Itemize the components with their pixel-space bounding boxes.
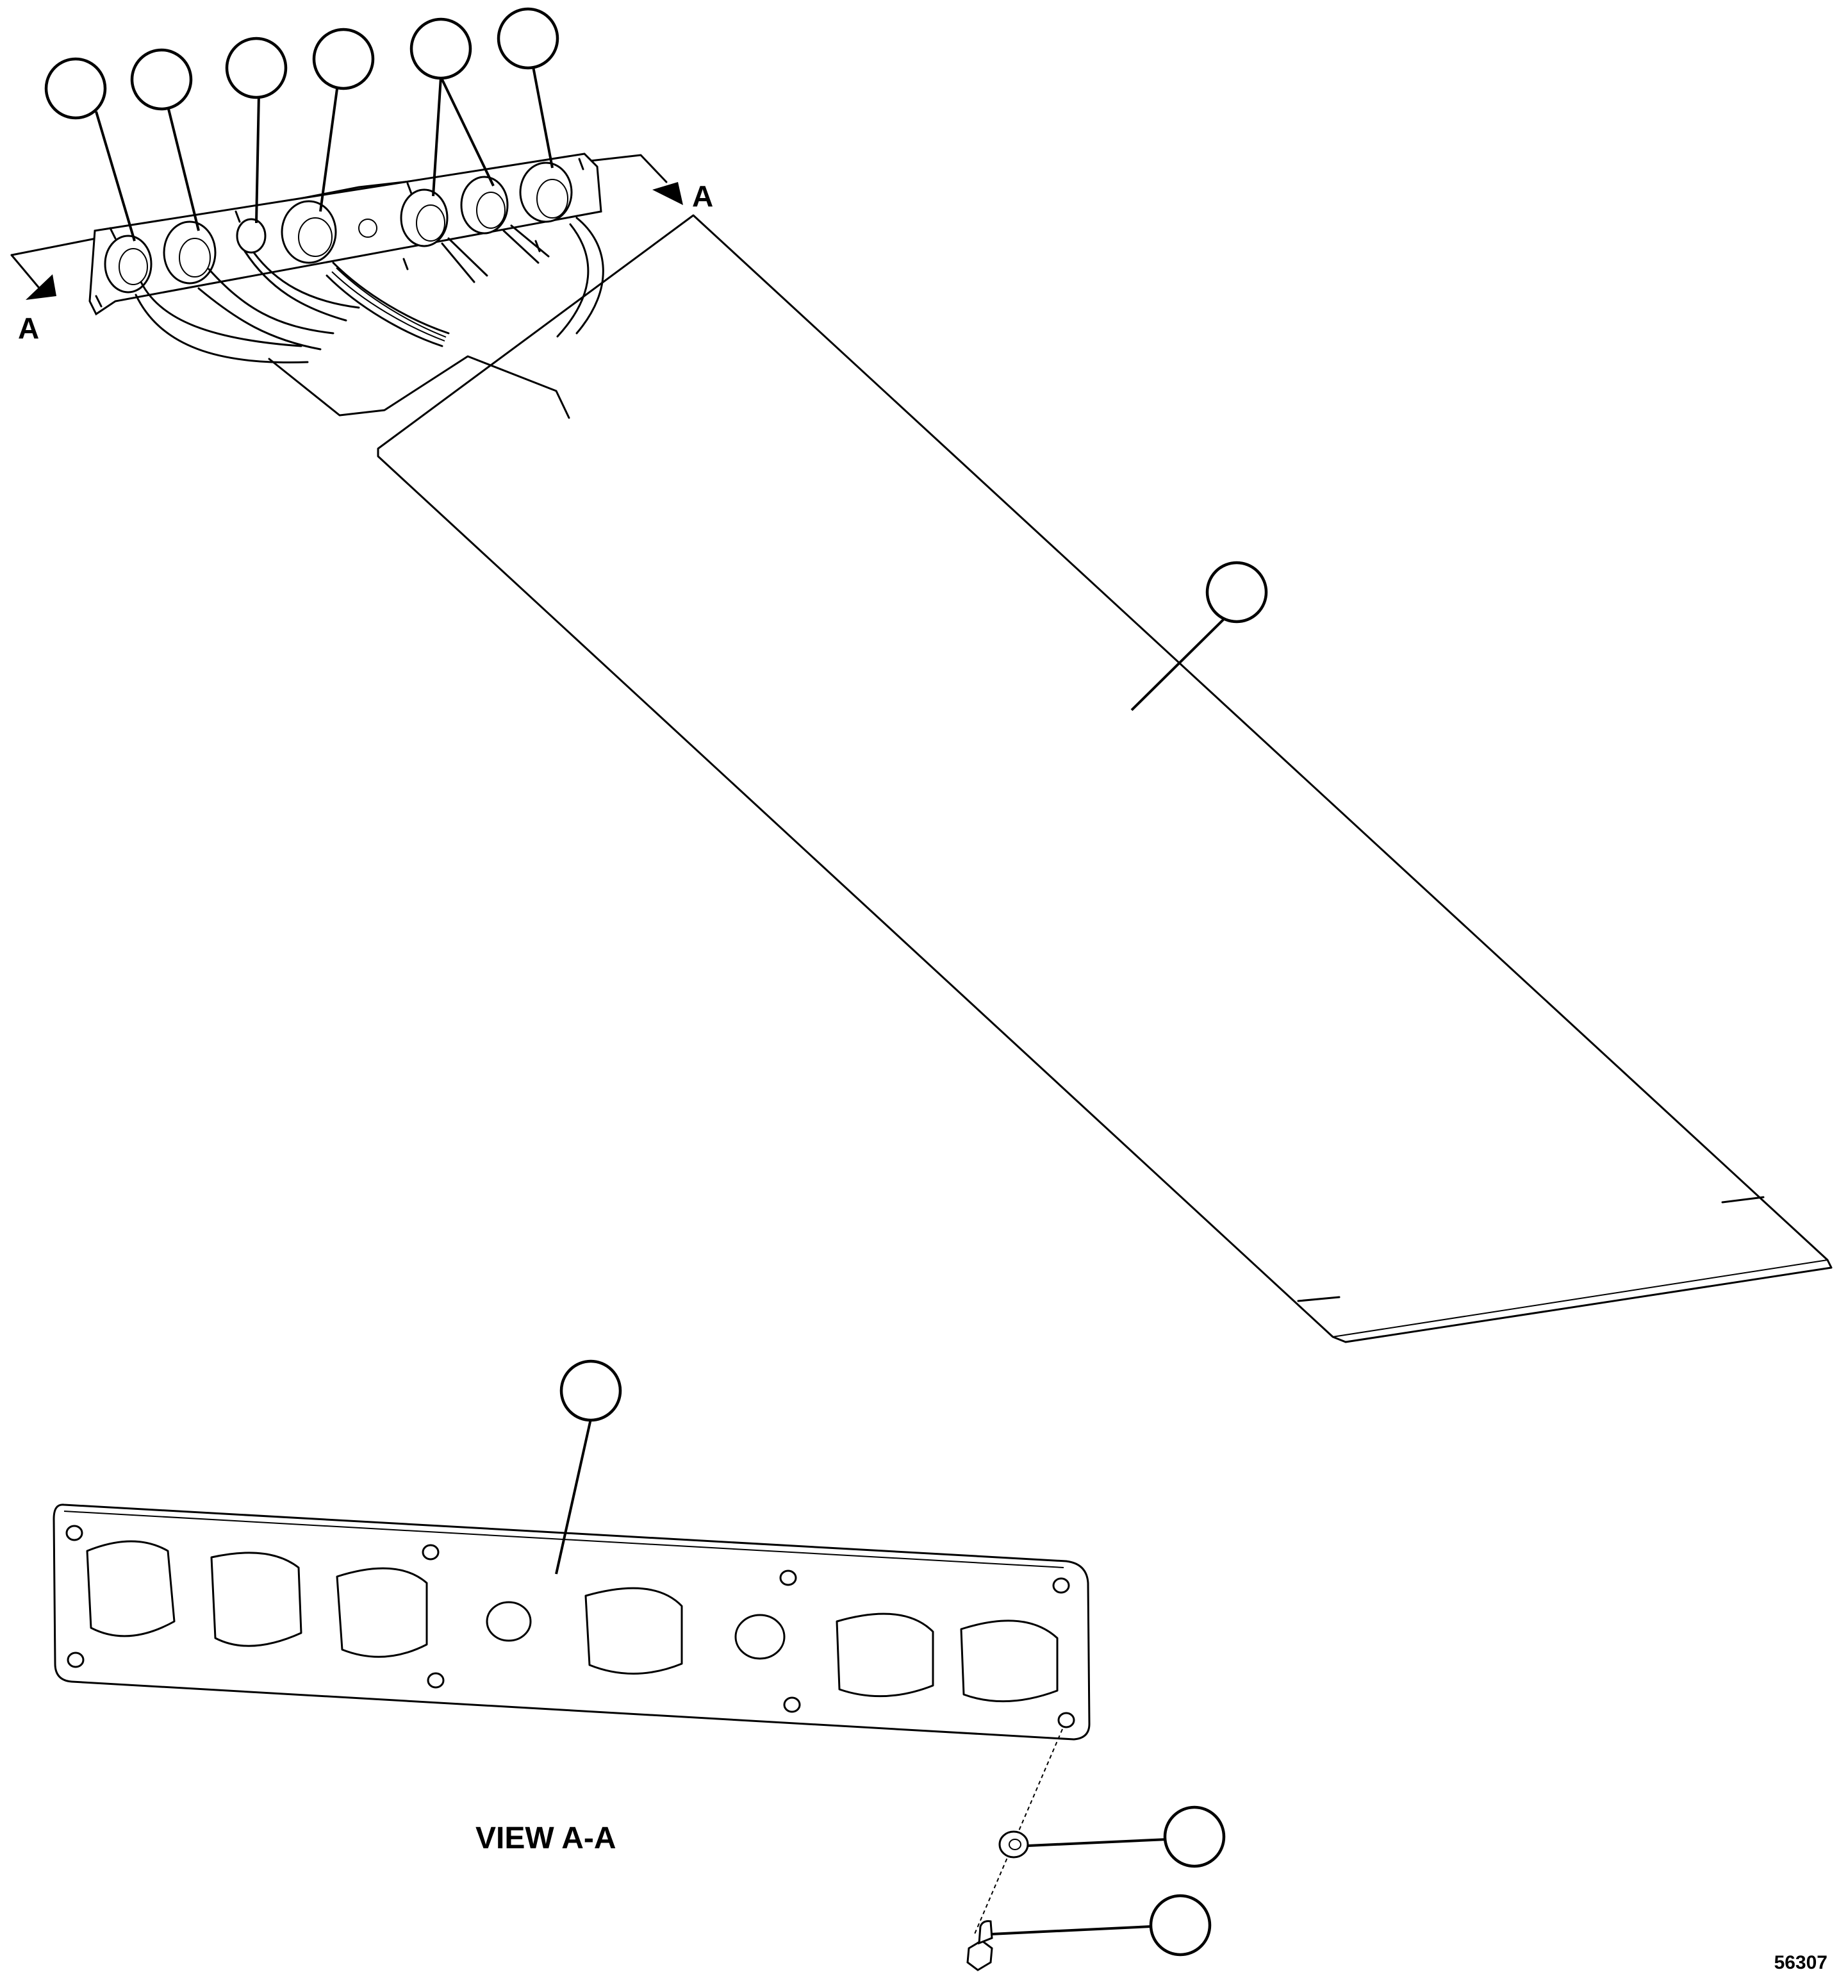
section-label-left: A [18,311,39,345]
callout-leaders [95,66,1226,1935]
callout-balloon-8 [559,1359,622,1422]
callout-balloon-1 [44,57,107,120]
connector-bracket-assembly: A A [10,153,713,419]
section-arrow-right [652,182,683,205]
view-a-a-plate: VIEW A-A [53,1503,1091,1855]
callout-balloon-3 [225,37,288,99]
hex-bolt [966,1920,993,1971]
cable-connectors [104,162,604,364]
callout-balloons [44,7,1268,1957]
callout-balloon-7 [1205,561,1268,624]
callout-balloon-5 [409,17,472,80]
washer [998,1830,1029,1859]
callout-balloon-2 [130,48,193,111]
section-cut-line [10,154,668,256]
callout-balloon-4 [312,28,375,90]
section-arrow-left [26,274,56,300]
cover-panel [377,214,1833,1343]
callout-balloon-10 [1149,1894,1212,1957]
plate-cutouts [86,1540,1059,1703]
section-label-right: A [692,179,713,213]
view-title: VIEW A-A [475,1821,616,1855]
plate-bolt-holes [65,1525,1075,1728]
figure-number: 56307 [1774,1952,1827,1973]
gasket-outline [268,355,570,419]
callout-balloon-9 [1163,1805,1226,1868]
callout-balloon-6 [497,7,559,70]
fastener-hardware [966,1728,1063,1971]
